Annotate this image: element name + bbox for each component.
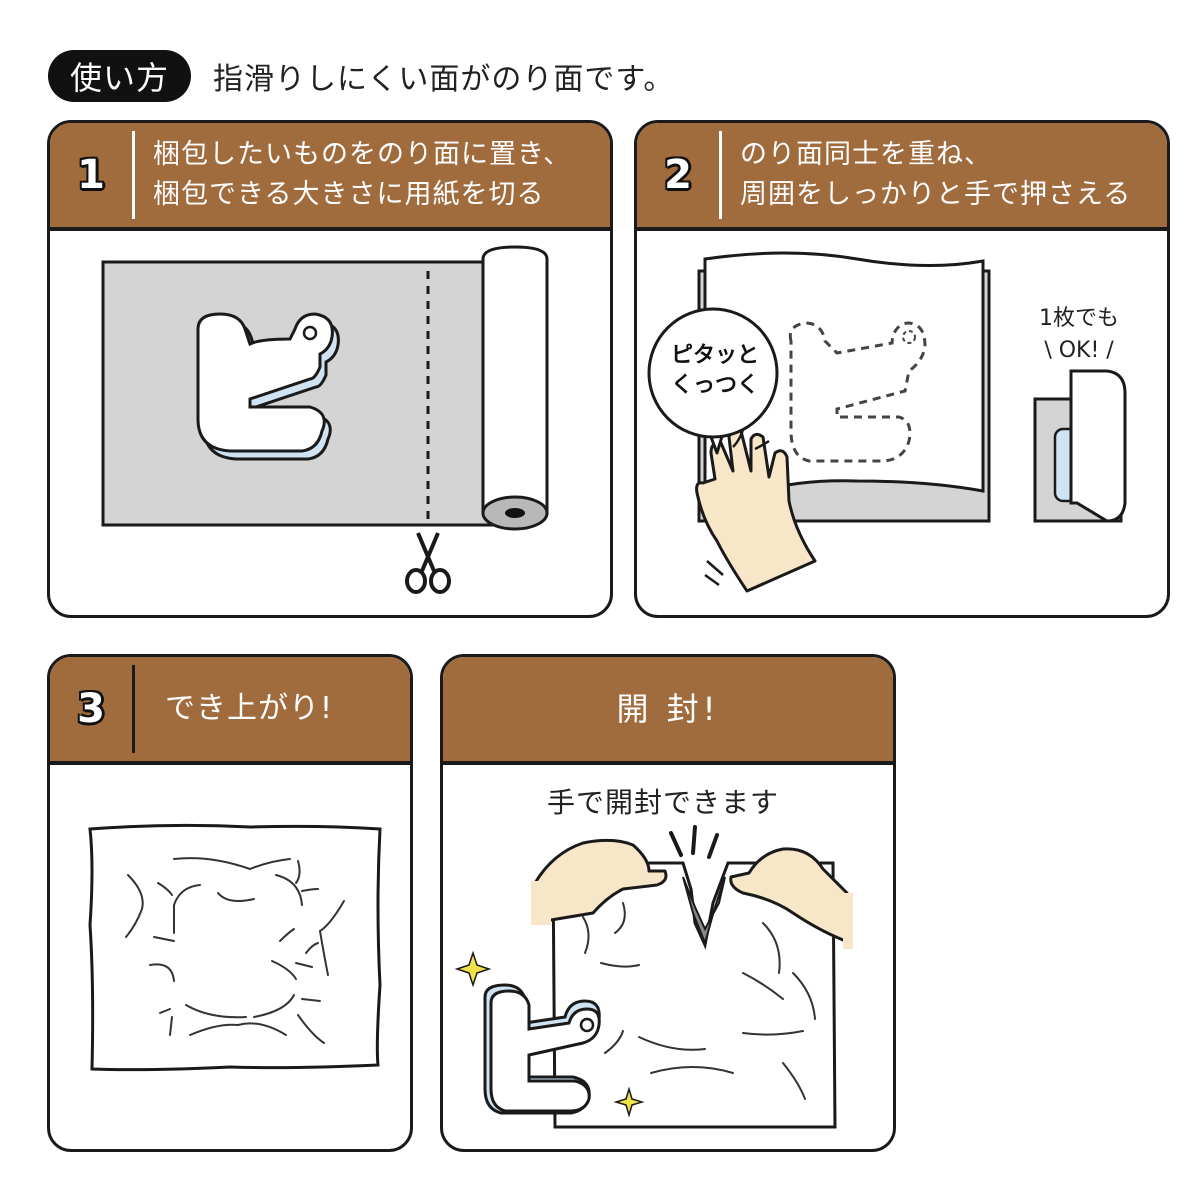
one-sheet-ok-note: 1枚でも \ OK! /	[1009, 303, 1149, 367]
step-3-card: 3 でき上がり!	[47, 654, 413, 1152]
step-2-title: のり面同士を重ね、 周囲をしっかりと手で押さえる	[722, 135, 1131, 215]
step-number: 3	[77, 686, 105, 732]
speech-line1: ピタッと	[670, 343, 759, 368]
step-1-title-line1: 梱包したいものをのり面に置き、	[153, 139, 572, 170]
paper-roll-icon	[101, 245, 549, 594]
step-1-header: 1 梱包したいものをのり面に置き、 梱包できる大きさに用紙を切る	[50, 123, 610, 231]
speech-bubble-icon	[647, 307, 779, 455]
wrapped-package-icon	[88, 823, 382, 1072]
header-divider	[719, 131, 722, 219]
scissors-icon	[405, 532, 451, 594]
usage-badge: 使い方	[48, 50, 192, 102]
opening-title: 開 封!	[616, 690, 720, 728]
opening-header: 開 封!	[443, 657, 893, 765]
sparkle-icon	[454, 950, 645, 1118]
step-1-title-line2: 梱包できる大きさに用紙を切る	[153, 179, 545, 210]
title-row: 使い方 指滑りしにくい面がのり面です。	[48, 50, 674, 102]
step-2-title-line2: 周囲をしっかりと手で押さえる	[740, 179, 1132, 210]
step-2-card: 2 のり面同士を重ね、 周囲をしっかりと手で押さえる	[634, 120, 1170, 618]
step-3-header: 3 でき上がり!	[50, 657, 410, 765]
step-2-title-line1: のり面同士を重ね、	[740, 139, 992, 170]
step-2-header: 2 のり面同士を重ね、 周囲をしっかりと手で押さえる	[637, 123, 1167, 231]
step-number: 2	[664, 152, 692, 198]
header-divider	[132, 131, 135, 219]
speech-line2: くっつく	[670, 373, 759, 398]
hi-character-object-icon	[483, 983, 601, 1115]
opening-card: 開 封! 手で開封できます	[440, 654, 896, 1152]
hi-character-object-icon	[196, 312, 340, 461]
note-line2: \ OK! /	[1044, 338, 1114, 363]
step-3-title: でき上がり!	[165, 691, 334, 726]
folded-sheet-icon	[647, 251, 1127, 593]
speech-bubble-text: ピタッと くっつく	[655, 341, 775, 401]
note-line1: 1枚でも	[1039, 306, 1119, 331]
header-divider	[132, 665, 135, 753]
step-number: 1	[77, 152, 105, 198]
step-1-card: 1 梱包したいものをのり面に置き、 梱包できる大きさに用紙を切る	[47, 120, 613, 618]
step-1-title: 梱包したいものをのり面に置き、 梱包できる大きさに用紙を切る	[135, 135, 571, 215]
usage-description: 指滑りしにくい面がのり面です。	[213, 62, 675, 97]
hands-tearing-icon	[454, 825, 853, 1129]
opening-caption: 手で開封できます	[547, 786, 780, 819]
